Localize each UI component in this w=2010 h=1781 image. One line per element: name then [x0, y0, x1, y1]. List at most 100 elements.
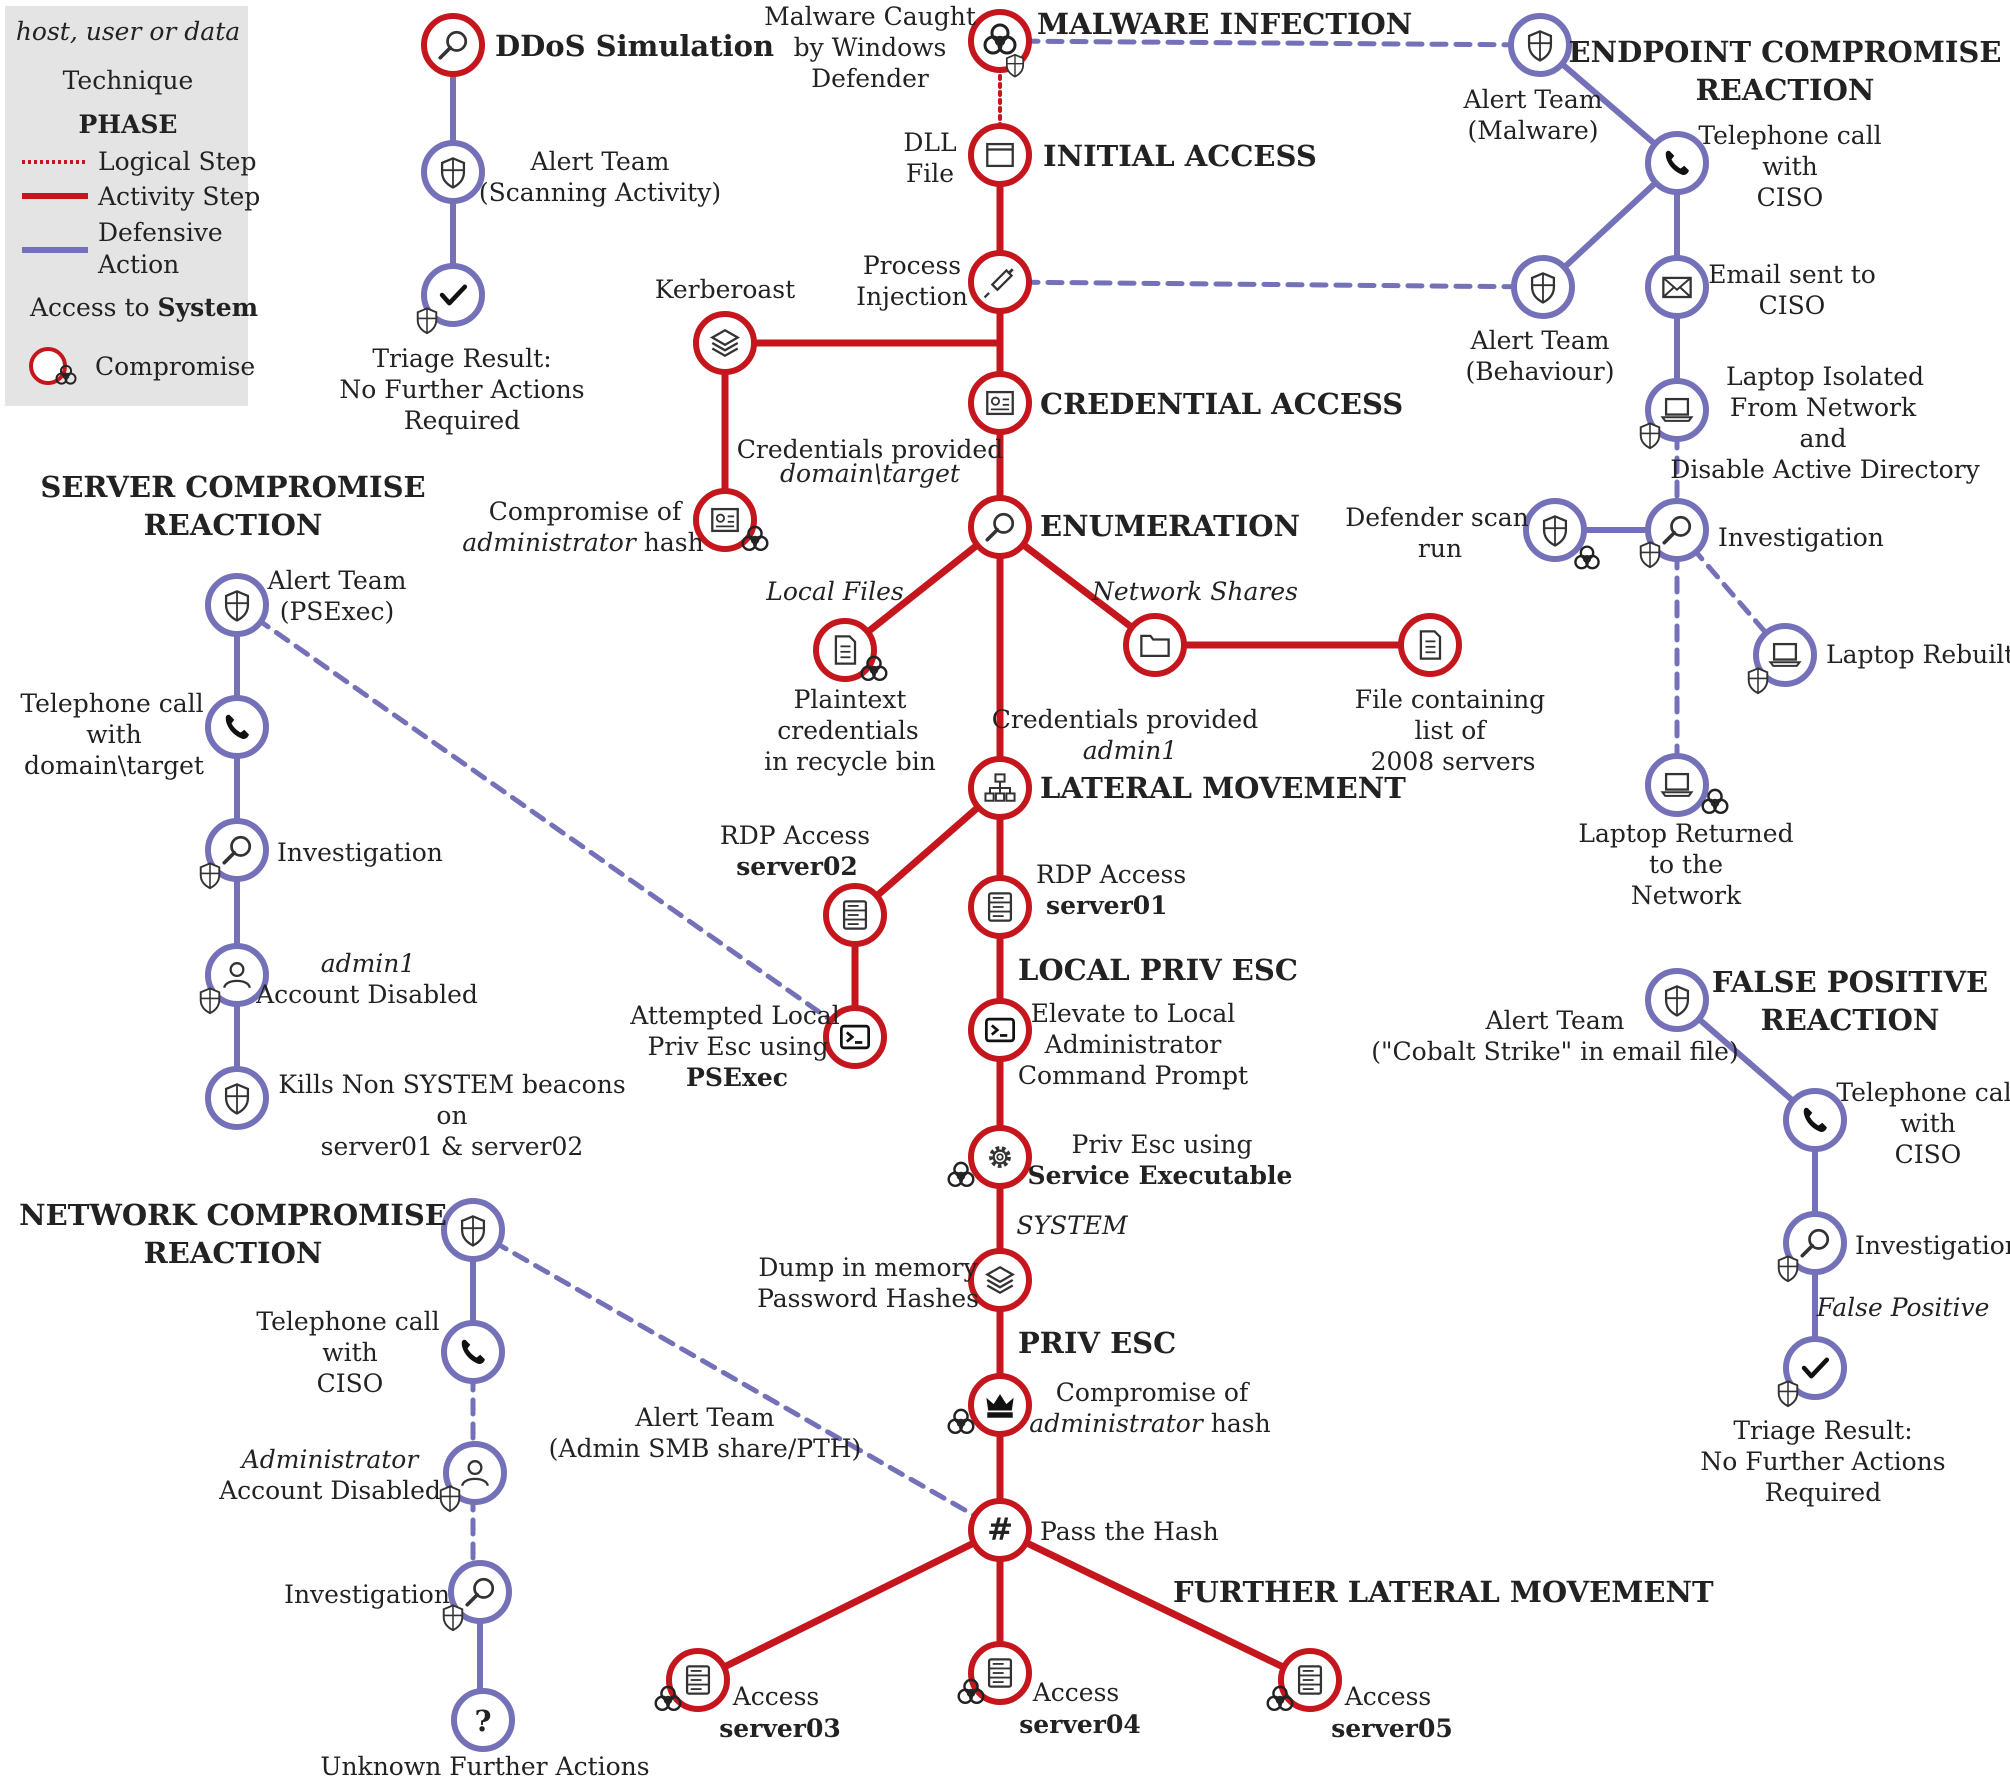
node-ddos-triage[interactable]	[416, 263, 485, 335]
node-ep-email[interactable]	[1645, 255, 1709, 319]
node-fp-triage[interactable]	[1777, 1336, 1847, 1408]
node-ep-alert-behaviour[interactable]	[1511, 255, 1575, 319]
node-malware[interactable]	[968, 9, 1032, 78]
node-fp-telephone[interactable]	[1783, 1088, 1847, 1152]
shield-icon	[1777, 1255, 1799, 1283]
label-elevate-3: Command Prompt	[1018, 1061, 1248, 1090]
label-ep-returned-1: Laptop Returned	[1578, 819, 1793, 848]
node-local-files[interactable]	[813, 618, 888, 682]
label-attempt-2: Priv Esc using	[648, 1032, 829, 1061]
node-ddos[interactable]	[421, 13, 485, 77]
legend-host-user-data: host, user or data	[16, 17, 240, 46]
label-compromise-admin2-1: Compromise of	[1056, 1378, 1250, 1407]
label-sv-kill-3: server01 & server02	[321, 1132, 584, 1161]
node-file-list[interactable]	[1398, 613, 1462, 677]
label-service-2: Service Executable	[1028, 1161, 1293, 1190]
edge-server05	[996, 1526, 1314, 1684]
label-fp-false-positive: False Positive	[1816, 1293, 1990, 1322]
label-ep-isolated-2: From Network	[1730, 393, 1917, 422]
node-nw-unknown[interactable]	[451, 1688, 515, 1752]
shield-icon	[439, 1485, 461, 1513]
node-enumeration[interactable]	[968, 495, 1032, 559]
node-injection[interactable]	[968, 250, 1032, 314]
node-kerberoast[interactable]	[693, 311, 757, 375]
node-ep-rebuilt[interactable]	[1747, 623, 1817, 695]
label-fp-alert-1: Alert Team	[1485, 1006, 1625, 1035]
label-ddos-alert-2: (Scanning Activity)	[479, 178, 721, 207]
node-lateral[interactable]	[968, 756, 1032, 820]
node-dump-hashes[interactable]	[968, 1248, 1032, 1312]
node-nw-telephone[interactable]	[441, 1320, 505, 1384]
node-pass-the-hash[interactable]	[968, 1498, 1032, 1562]
node-ep-telephone[interactable]	[1645, 131, 1709, 195]
phase-further-lateral: FURTHER LATERAL MOVEMENT	[1173, 1575, 1714, 1609]
node-sv-alert[interactable]	[205, 573, 269, 637]
node-sv-admin-disabled[interactable]	[199, 943, 269, 1015]
label-dll-1: DLL	[903, 128, 956, 157]
node-server04[interactable]	[957, 1641, 1032, 1705]
label-fp-tel-2: with	[1900, 1109, 1956, 1138]
shield-icon	[442, 1604, 464, 1632]
node-fp-investigation[interactable]	[1777, 1211, 1847, 1283]
node-admin-hash-2[interactable]	[947, 1373, 1032, 1437]
label-ep-investigation: Investigation	[1718, 523, 1884, 552]
label-ep-isolated-4: Disable Active Directory	[1670, 455, 1980, 484]
legend-defensive-label-1: Defensive	[98, 218, 223, 247]
legend-compromise-node	[29, 347, 67, 385]
label-access-05: Access	[1344, 1682, 1432, 1711]
label-pass-the-hash: Pass the Hash	[1040, 1517, 1219, 1546]
legend-defensive-label-2: Action	[97, 250, 179, 279]
shield-icon	[1747, 667, 1769, 695]
label-sv-investigation: Investigation	[277, 838, 443, 867]
phase-credential-access: CREDENTIAL ACCESS	[1040, 387, 1403, 421]
node-sv-telephone[interactable]	[205, 695, 269, 759]
node-ddos-alert[interactable]	[421, 140, 485, 204]
node-nw-admin-disabled[interactable]	[439, 1441, 507, 1513]
label-server03: server03	[719, 1714, 841, 1743]
label-ddos-triage-1: Triage Result:	[372, 344, 551, 373]
node-server05[interactable]	[1266, 1648, 1342, 1712]
label-dump-2: Password Hashes	[757, 1284, 979, 1313]
node-service-exe[interactable]	[947, 1125, 1032, 1189]
node-sv-kill[interactable]	[205, 1066, 269, 1130]
node-server01[interactable]	[968, 875, 1032, 939]
node-sv-investigation[interactable]	[199, 818, 269, 890]
label-rdp01-2: server01	[1046, 891, 1168, 920]
node-ep-alert-malware[interactable]	[1508, 13, 1572, 77]
node-attempt-psexec[interactable]	[823, 1005, 887, 1069]
label-ep-tel-1: Telephone call	[1698, 121, 1881, 150]
node-admin-hash[interactable]	[693, 488, 769, 552]
edge-pth-alert	[470, 1227, 1003, 1533]
node-ep-investigation[interactable]	[1639, 498, 1709, 569]
node-server03[interactable]	[654, 1648, 730, 1712]
node-ep-isolated[interactable]	[1639, 378, 1709, 450]
label-ep-tel-2: with	[1762, 152, 1818, 181]
node-elevate[interactable]	[968, 998, 1032, 1062]
node-dll[interactable]	[968, 123, 1032, 187]
label-ep-returned-3: Network	[1631, 881, 1742, 910]
label-network-shares: Network Shares	[1091, 577, 1298, 606]
shield-icon	[1530, 272, 1556, 304]
node-network-shares[interactable]	[1123, 613, 1187, 677]
node-fp-alert[interactable]	[1645, 968, 1709, 1032]
legend-access-to-system: Access to System	[29, 293, 258, 322]
node-credential[interactable]	[968, 371, 1032, 435]
legend-activity-label: Activity Step	[97, 182, 260, 211]
label-sv-alert-1: Alert Team	[267, 566, 407, 595]
node-ep-returned[interactable]	[1645, 753, 1729, 817]
edge-local-files	[841, 523, 1004, 654]
node-server02[interactable]	[823, 883, 887, 947]
label-fp-triage-1: Triage Result:	[1733, 1416, 1912, 1445]
shield-icon	[460, 1215, 486, 1247]
node-nw-alert[interactable]	[441, 1198, 505, 1262]
node-nw-investigation[interactable]	[442, 1560, 512, 1632]
edge-server03	[694, 1526, 1004, 1684]
shield-icon	[1639, 541, 1661, 569]
label-nw-investigation: Investigation	[284, 1580, 450, 1609]
label-fp-alert-2: ("Cobalt Strike" in email file)	[1371, 1037, 1738, 1066]
label-sv-kill-1: Kills Non SYSTEM beacons	[278, 1070, 625, 1099]
node-labels: Alert Team (Scanning Activity) Triage Re…	[20, 2, 2010, 1781]
node-ep-defender-scan[interactable]	[1523, 498, 1600, 570]
